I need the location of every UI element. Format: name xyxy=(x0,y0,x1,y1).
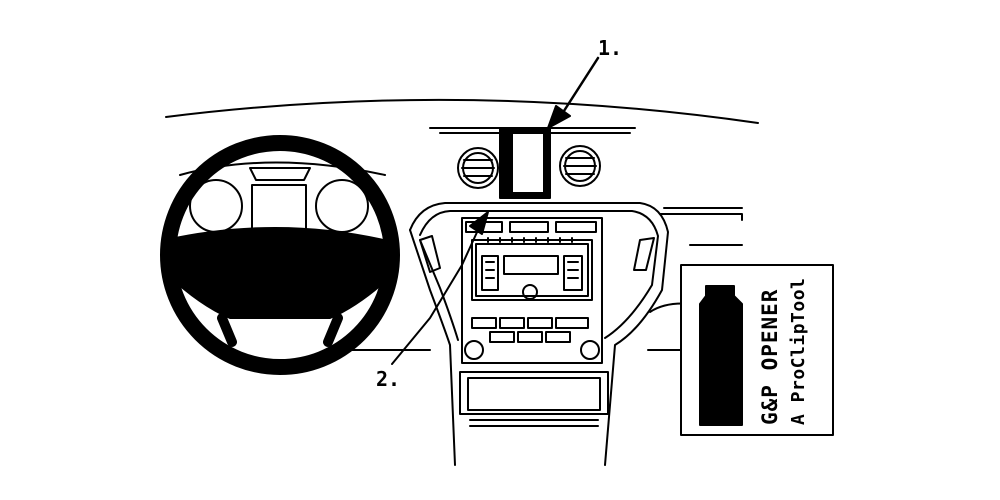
center-console xyxy=(409,202,669,466)
air-vent-left xyxy=(457,147,499,189)
opener-tool-silhouette xyxy=(699,285,743,426)
callout-label-2: 2. xyxy=(376,367,401,391)
steering-wheel xyxy=(160,135,400,375)
tool-box xyxy=(680,264,834,436)
windshield-line xyxy=(165,98,759,124)
mount-bracket xyxy=(499,127,551,199)
callout-2-leader xyxy=(391,211,489,365)
dash-right-vent xyxy=(659,207,743,246)
tool-title: G&P OPENER xyxy=(758,288,782,425)
callout-label-1: 1. xyxy=(598,36,623,60)
tool-subtitle: A ProClipTool xyxy=(788,277,809,425)
air-vent-right xyxy=(559,145,601,187)
callout-1-arrow xyxy=(547,56,600,129)
